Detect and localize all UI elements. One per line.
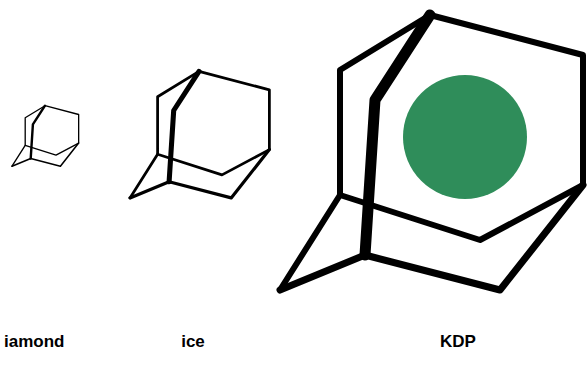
ice-cage <box>130 71 269 198</box>
material-label: iamond <box>4 332 64 352</box>
kdp-cage <box>280 15 583 290</box>
material-label: ice <box>181 332 205 352</box>
green-disc <box>403 75 527 199</box>
material-label: KDP <box>440 332 476 352</box>
diamond-cage <box>12 106 79 166</box>
